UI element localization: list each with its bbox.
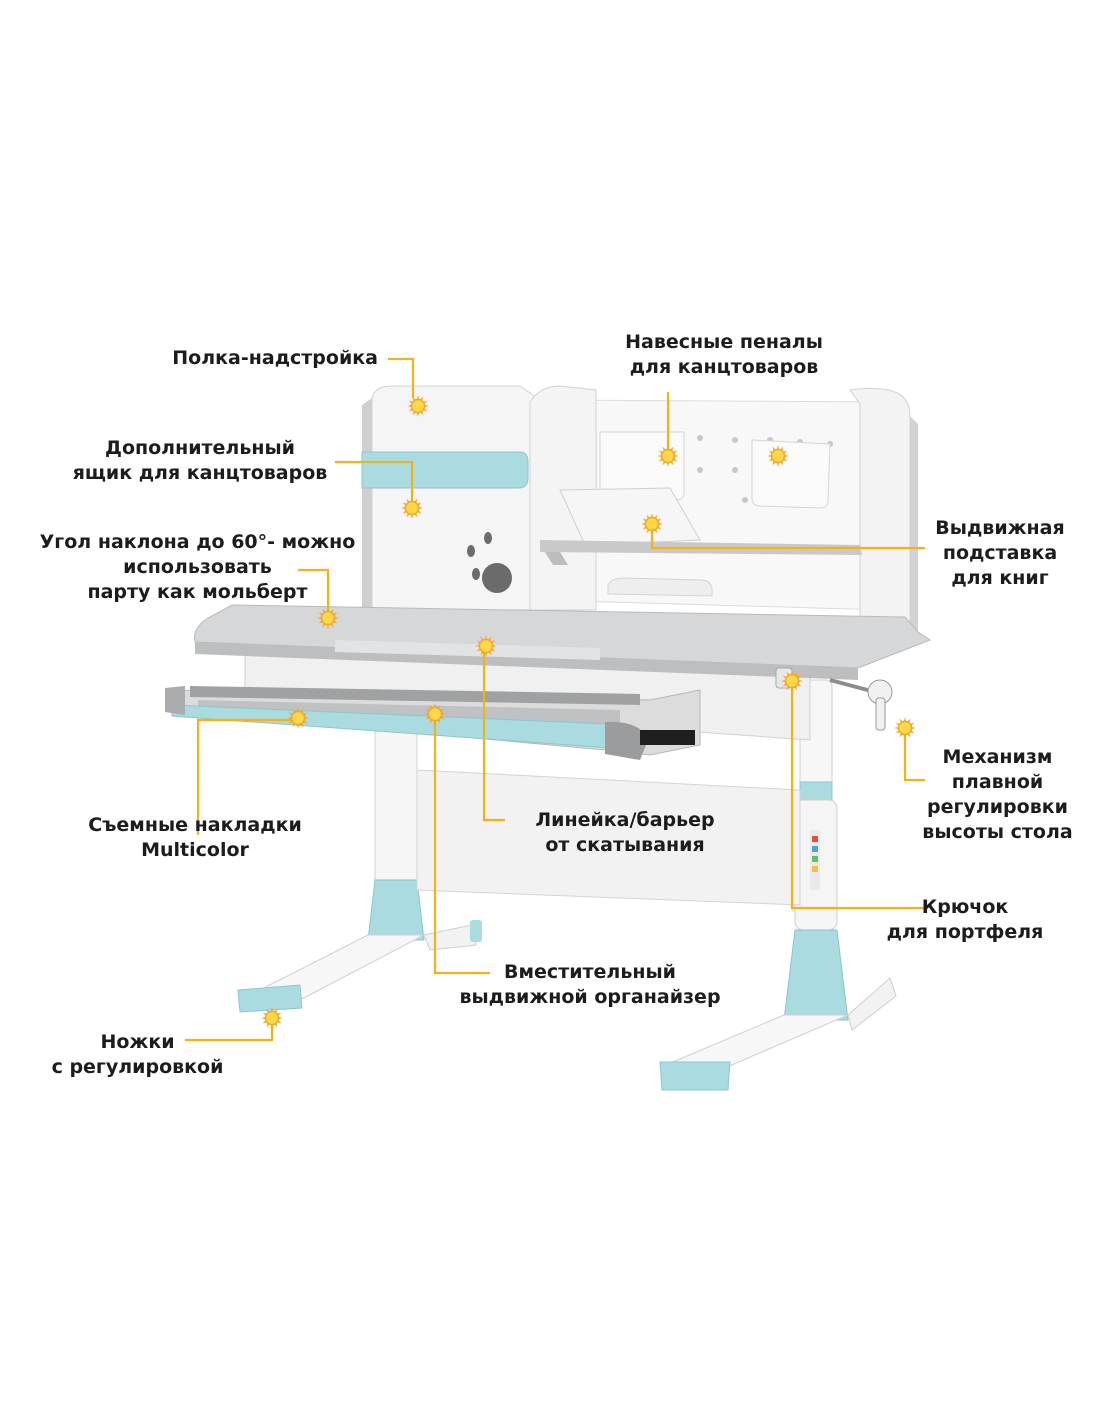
extra-box-blue-pad [361,451,529,489]
paw-print-icon [467,532,512,593]
crossbar [416,769,801,906]
label-shelf-line: Полка-надстройка [172,347,378,369]
label-organizer-line: Вместительный [504,961,676,983]
sun-marker-icon [657,445,679,467]
label-extra-box-line: Дополнительный [105,437,295,459]
label-organizer: Вместительный выдвижной органайзер [440,960,740,1010]
sun-marker-icon [317,607,339,629]
sun-marker-icon [424,703,446,725]
sun-marker-icon [287,707,309,729]
pen-groove [335,640,600,660]
desktop-surface [194,604,932,669]
label-tilt-angle: Угол наклона до 60°- можно использовать па… [25,530,370,605]
label-bag-hook: Крючок для портфеля [880,895,1050,945]
leader-line-organizer [433,714,490,975]
sun-marker-icon [261,1007,283,1029]
leader-line-bag-hook [790,683,925,910]
label-book-stand-line: Выдвижная [935,517,1065,539]
label-tilt-angle-line: использовать [123,556,272,578]
crank-handle-icon [829,678,893,731]
label-ruler-barrier-line: от скатывания [545,834,705,856]
label-height-mechanism-line: плавной [951,771,1044,793]
label-tilt-angle-line: Угол наклона до 60°- можно [39,531,356,553]
label-pencil-cases: Навесные пеналы для канцтоваров [604,330,844,380]
label-feet-line: Ножки [100,1031,175,1053]
leader-line-tilt-angle [298,568,330,610]
leader-line-ruler-barrier [482,648,505,822]
left-leg [237,719,482,1013]
label-pencil-cases-line: для канцтоваров [629,356,819,378]
label-ruler-barrier: Линейка/барьер от скатывания [510,808,740,858]
label-feet: Ножки с регулировкой [35,1030,240,1080]
label-height-mechanism: Механизм плавной регулировки высоты стола [910,745,1085,845]
book-stand [559,487,701,546]
sun-marker-icon [781,670,803,692]
sun-marker-icon [894,717,916,739]
label-organizer-line: выдвижной органайзер [459,986,721,1008]
drawer-organizer [165,686,701,760]
label-book-stand: Выдвижная подставка для книг [910,516,1090,591]
leader-line-height-mechanism [903,728,925,782]
sun-marker-icon [641,513,663,535]
sun-marker-icon [407,395,429,417]
right-leg [659,679,897,1091]
leader-line-shelf [388,357,415,398]
label-height-mechanism-line: регулировки [927,796,1068,818]
label-removable-pads-line: Съемные накладки [88,814,302,836]
hutch-left-block [371,385,541,611]
label-book-stand-line: подставка [942,542,1058,564]
leader-line-removable-pads [196,718,298,835]
label-book-stand-line: для книг [951,567,1049,589]
sun-marker-icon [767,445,789,467]
label-removable-pads-line: Multicolor [141,839,249,861]
label-extra-box-line: ящик для канцтоваров [72,462,328,484]
label-shelf: Полка-надстройка [172,346,378,371]
label-bag-hook-line: для портфеля [886,921,1044,943]
label-height-mechanism-line: Механизм [942,746,1053,768]
sun-marker-icon [475,635,497,657]
label-pencil-cases-line: Навесные пеналы [625,331,823,353]
label-feet-line: с регулировкой [51,1056,224,1078]
feature-markers [261,395,916,1029]
label-tilt-angle-line: парту как мольберт [87,581,308,603]
sun-marker-icon [401,497,423,519]
label-bag-hook-line: Крючок [921,896,1009,918]
label-extra-box: Дополнительный ящик для канцтоваров [60,436,340,486]
label-ruler-barrier-line: Линейка/барьер [535,809,715,831]
label-height-mechanism-line: высоты стола [922,821,1073,843]
leader-line-extra-box [335,460,414,502]
pencil-case-right [751,439,831,509]
